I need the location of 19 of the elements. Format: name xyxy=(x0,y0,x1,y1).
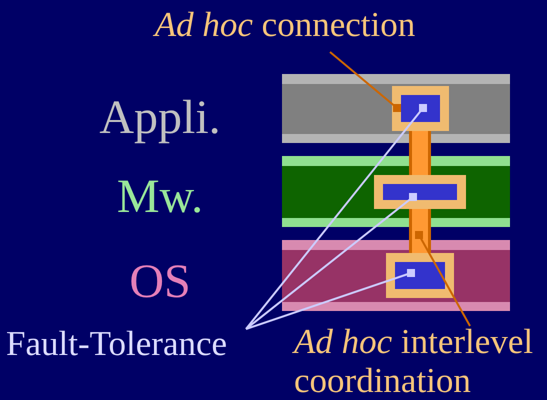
component-box xyxy=(392,86,449,131)
component-box xyxy=(386,253,454,298)
annotation-text: Fault-Tolerance xyxy=(6,322,250,366)
leader-line xyxy=(415,231,471,326)
leader-line xyxy=(329,51,401,112)
annotation-text: Ad hoc connection xyxy=(125,2,445,48)
layer-band xyxy=(282,240,510,311)
leader-line xyxy=(245,193,417,330)
connector-bar xyxy=(409,209,431,253)
layer-band xyxy=(282,156,510,227)
component-box xyxy=(374,175,466,209)
leader-line xyxy=(246,269,415,330)
annotation-text: Ad hoc interlevel coordination xyxy=(294,322,546,400)
leader-line xyxy=(245,104,427,330)
layer-label: Mw. xyxy=(116,169,204,225)
layer-label: Appli. xyxy=(98,90,222,146)
layer-label: OS xyxy=(128,254,192,310)
layer-band xyxy=(282,74,510,143)
connector-bar xyxy=(409,131,431,175)
